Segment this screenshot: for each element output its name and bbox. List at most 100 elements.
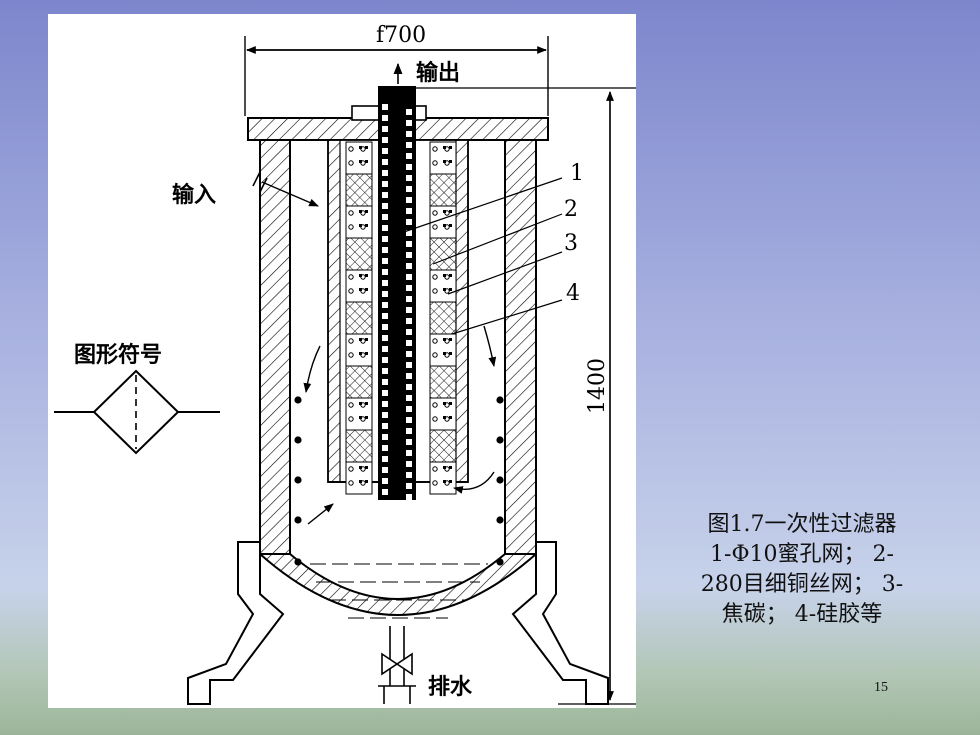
- silica-layer: [345, 173, 373, 207]
- wall-dot: [294, 476, 302, 484]
- wall-dot: [496, 436, 504, 444]
- page-number: 15: [874, 680, 888, 695]
- tube-hole: [406, 274, 412, 280]
- shell-left-wall: [259, 139, 291, 555]
- tube-hole: [382, 247, 388, 253]
- wall-dot: [294, 436, 302, 444]
- tube-hole: [382, 368, 388, 374]
- granule: [432, 160, 438, 166]
- tube-hole: [406, 142, 412, 148]
- granule: [449, 402, 452, 405]
- granule: [365, 352, 368, 355]
- tube-hole: [406, 472, 412, 478]
- tube-hole: [382, 434, 388, 440]
- granule: [449, 160, 452, 163]
- tube-hole: [382, 357, 388, 363]
- granule: [449, 146, 452, 149]
- tube-hole: [382, 170, 388, 176]
- tube-hole: [382, 181, 388, 187]
- tube-hole: [382, 423, 388, 429]
- part-number-2: 2: [564, 197, 578, 222]
- tube-hole: [406, 351, 412, 357]
- wall-dot: [496, 516, 504, 524]
- granule: [432, 224, 438, 230]
- tube-hole: [406, 219, 412, 225]
- filter-diagram-panel: f700 1400 输出: [48, 14, 636, 708]
- caption-line-2: 1-Φ10蜜孔网； 2-: [710, 542, 894, 567]
- drain-valve: 排水: [378, 626, 473, 704]
- silica-layer: [429, 301, 457, 335]
- granule: [348, 160, 354, 166]
- tube-hole: [406, 340, 412, 346]
- tube-hole: [406, 120, 412, 126]
- tube-hole: [406, 252, 412, 258]
- tube-hole: [406, 373, 412, 379]
- tube-hole: [406, 241, 412, 247]
- granule: [443, 416, 446, 419]
- granule: [449, 352, 452, 355]
- granule: [365, 224, 368, 227]
- granule: [348, 402, 354, 408]
- silica-layer: [429, 237, 457, 271]
- silica-layer: [345, 365, 373, 399]
- granule: [359, 466, 362, 469]
- tube-hole: [382, 412, 388, 418]
- granule: [449, 274, 452, 277]
- tube-hole: [406, 395, 412, 401]
- granule: [365, 146, 368, 149]
- granule: [365, 338, 368, 341]
- granule: [359, 210, 362, 213]
- granule: [432, 274, 438, 280]
- wall-dot: [294, 396, 302, 404]
- silica-layer: [345, 301, 373, 335]
- granule: [348, 352, 354, 358]
- granule: [443, 338, 446, 341]
- granule: [449, 288, 452, 291]
- granule: [365, 402, 368, 405]
- tube-hole: [382, 192, 388, 198]
- granule: [365, 160, 368, 163]
- tube-hole: [382, 313, 388, 319]
- tube-hole: [382, 302, 388, 308]
- granule: [365, 466, 368, 469]
- tube-hole: [382, 148, 388, 154]
- tube-hole: [406, 197, 412, 203]
- shell-right-wall: [504, 139, 537, 555]
- granule: [348, 338, 354, 344]
- tube-hole: [406, 461, 412, 467]
- tube-hole: [406, 406, 412, 412]
- tube-hole: [382, 126, 388, 132]
- part-number-1: 1: [570, 161, 584, 186]
- tube-hole: [406, 153, 412, 159]
- tube-hole: [382, 324, 388, 330]
- wall-dot: [496, 396, 504, 404]
- granule: [365, 274, 368, 277]
- figure-caption: 图1.7一次性过滤器 1-Φ10蜜孔网； 2- 280目细铜丝网； 3- 焦碳；…: [664, 510, 940, 630]
- flow-arrows: [303, 325, 497, 525]
- tube-hole: [382, 467, 388, 473]
- tube-hole: [406, 483, 412, 489]
- granule: [348, 480, 354, 486]
- granule: [443, 274, 446, 277]
- granule: [432, 416, 438, 422]
- caption-line-1: 图1.7一次性过滤器: [707, 512, 897, 537]
- granule: [443, 352, 446, 355]
- tube-hole: [382, 258, 388, 264]
- silica-layer: [429, 365, 457, 399]
- tube-hole: [382, 489, 388, 495]
- tube-hole: [406, 175, 412, 181]
- tube-hole: [406, 109, 412, 115]
- height-dimension: 1400: [416, 87, 636, 705]
- granule: [359, 352, 362, 355]
- tube-hole: [406, 285, 412, 291]
- wall-dot: [496, 558, 504, 566]
- granule: [449, 416, 452, 419]
- granule: [443, 210, 446, 213]
- tube-hole: [406, 131, 412, 137]
- tube-hole: [382, 137, 388, 143]
- granule: [359, 288, 362, 291]
- granule: [449, 338, 452, 341]
- output-arrow: 输出: [393, 60, 460, 86]
- collected-water: [310, 563, 488, 619]
- granule: [432, 210, 438, 216]
